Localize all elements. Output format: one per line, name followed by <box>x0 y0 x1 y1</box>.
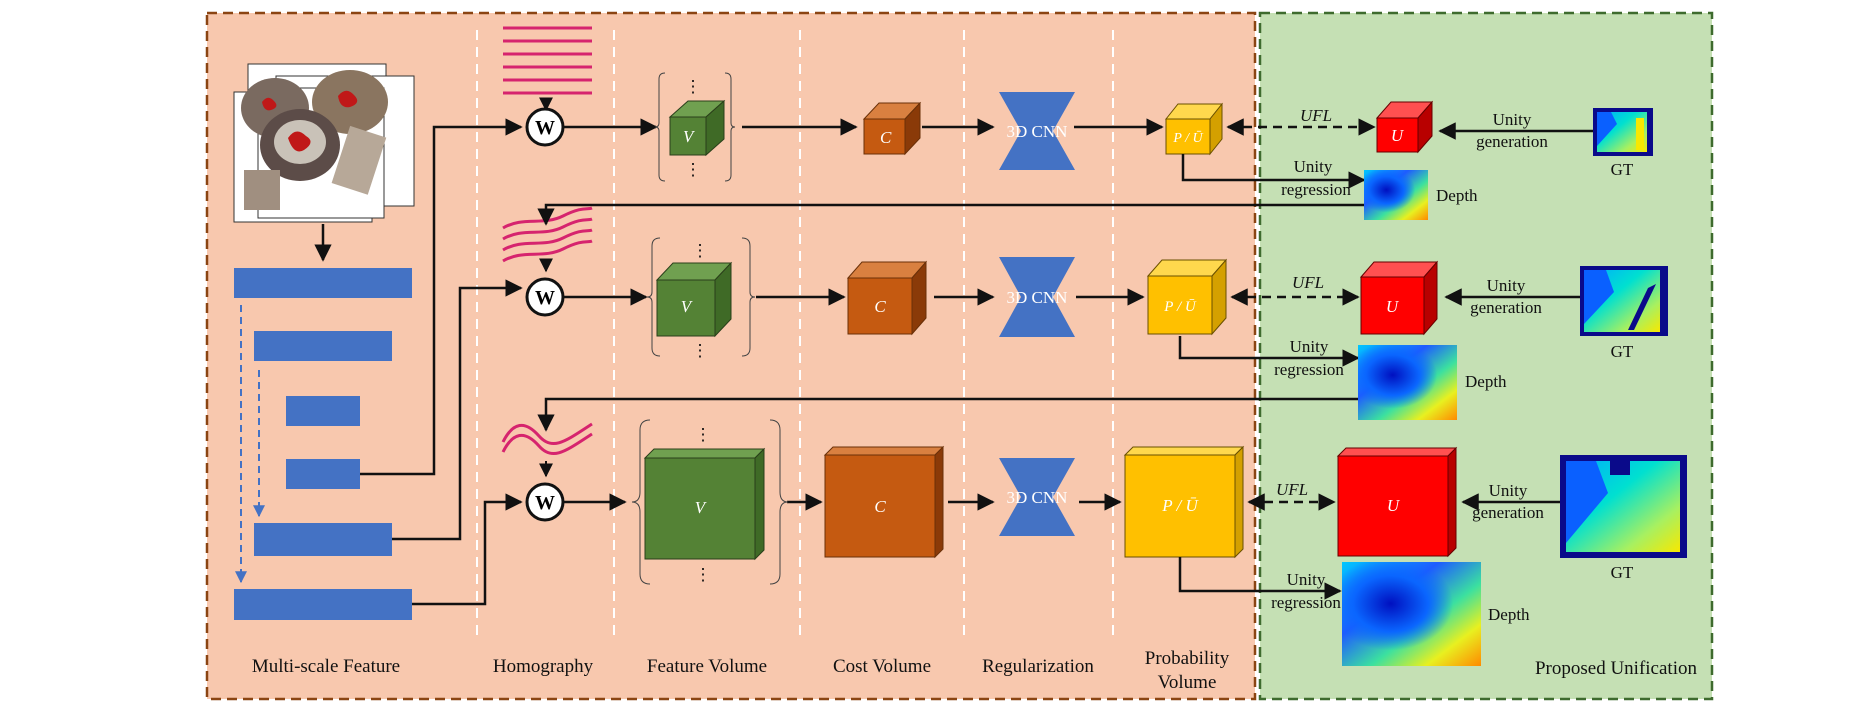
homography-planes-1 <box>503 26 592 95</box>
probability-volume-2: P / Ū <box>1146 258 1228 336</box>
homography-planes-3 <box>501 422 593 456</box>
svg-text:⋮: ⋮ <box>685 77 702 96</box>
cost-volume-1: C <box>862 101 922 156</box>
stage-label-volume: Volume <box>1158 672 1217 693</box>
svg-text:Unity: Unity <box>1493 110 1532 129</box>
svg-text:C: C <box>874 297 886 316</box>
svg-text:P / Ū: P / Ū <box>1172 130 1203 146</box>
feature-bar-4 <box>286 459 360 489</box>
svg-text:Unity: Unity <box>1287 570 1326 589</box>
regularization-cnn-2: 3D CNN <box>999 257 1075 337</box>
depth-map-3 <box>1342 562 1481 666</box>
input-images <box>233 63 415 223</box>
svg-text:W: W <box>535 287 555 309</box>
feature-pyramid <box>234 268 412 620</box>
svg-text:Depth: Depth <box>1436 186 1478 205</box>
svg-text:U: U <box>1391 126 1405 145</box>
ufl-label-2: UFL <box>1292 273 1324 292</box>
homography-planes-2 <box>502 206 593 263</box>
feature-volume-2: V ⋮ ⋮ <box>646 237 756 360</box>
svg-text:Unity: Unity <box>1489 481 1528 500</box>
svg-text:⋮: ⋮ <box>695 565 712 584</box>
gt-image-1 <box>1593 108 1653 156</box>
svg-text:GT: GT <box>1611 160 1634 179</box>
feature-bar-1 <box>234 268 412 298</box>
feature-bar-3 <box>286 396 360 426</box>
svg-text:Unity: Unity <box>1290 337 1329 356</box>
cost-volume-3: C <box>823 445 945 559</box>
unity-volume-2: U <box>1359 260 1439 336</box>
svg-text:3D CNN: 3D CNN <box>1007 488 1068 507</box>
feature-volume-1: V ⋮ ⋮ <box>654 72 736 182</box>
svg-text:C: C <box>880 128 892 147</box>
unity-volume-1: U <box>1375 100 1434 154</box>
svg-text:V: V <box>681 297 694 316</box>
regularization-cnn-1: 3D CNN <box>999 92 1075 170</box>
depth-map-2 <box>1358 345 1457 420</box>
cost-volume-2: C <box>846 260 928 336</box>
gt-image-3 <box>1560 455 1687 558</box>
svg-text:⋮: ⋮ <box>695 425 712 444</box>
svg-text:regression: regression <box>1281 180 1351 199</box>
svg-text:3D CNN: 3D CNN <box>1007 288 1068 307</box>
svg-text:P / Ū: P / Ū <box>1161 496 1199 515</box>
svg-text:Depth: Depth <box>1488 605 1530 624</box>
svg-text:generation: generation <box>1470 298 1542 317</box>
svg-text:GT: GT <box>1611 563 1634 582</box>
ufl-label-3: UFL <box>1276 480 1308 499</box>
feature-bar-5 <box>254 523 392 556</box>
probability-volume-3: P / Ū <box>1123 445 1245 559</box>
svg-text:regression: regression <box>1271 593 1341 612</box>
probability-volume-1: P / Ū <box>1164 102 1224 156</box>
warp-node-1: W <box>525 107 565 147</box>
svg-text:W: W <box>535 492 555 514</box>
svg-text:V: V <box>683 127 696 146</box>
stage-label-probability: Probability <box>1145 648 1230 669</box>
stage-label-regularization: Regularization <box>982 656 1094 677</box>
svg-text:P / Ū: P / Ū <box>1163 299 1197 315</box>
regularization-cnn-3: 3D CNN <box>999 458 1075 536</box>
stage-label-cost-volume: Cost Volume <box>833 656 931 677</box>
stage-label-multiscale: Multi-scale Feature <box>252 656 400 677</box>
svg-text:regression: regression <box>1274 360 1344 379</box>
stage-label-feature-volume: Feature Volume <box>647 656 767 677</box>
depth-map-1 <box>1364 170 1428 220</box>
feature-volume-3: V ⋮ ⋮ <box>631 419 789 585</box>
stage-label-homography: Homography <box>493 656 594 677</box>
svg-text:U: U <box>1387 496 1401 515</box>
unity-volume-3: U <box>1336 446 1458 558</box>
svg-text:⋮: ⋮ <box>692 241 709 260</box>
feature-bar-2 <box>254 331 392 361</box>
svg-text:U: U <box>1386 297 1400 316</box>
svg-text:generation: generation <box>1472 503 1544 522</box>
svg-text:⋮: ⋮ <box>692 341 709 360</box>
feature-connectors <box>360 118 523 606</box>
svg-text:GT: GT <box>1611 342 1634 361</box>
feature-bar-6 <box>234 589 412 620</box>
svg-text:⋮: ⋮ <box>685 160 702 179</box>
svg-text:Unity: Unity <box>1487 276 1526 295</box>
svg-text:Unity: Unity <box>1294 157 1333 176</box>
svg-text:V: V <box>695 498 708 517</box>
svg-text:C: C <box>874 497 886 516</box>
svg-text:Depth: Depth <box>1465 372 1507 391</box>
svg-text:generation: generation <box>1476 132 1548 151</box>
warp-node-3: W <box>525 482 565 522</box>
svg-text:3D CNN: 3D CNN <box>1007 122 1068 141</box>
stage-label-proposed: Proposed Unification <box>1535 658 1698 679</box>
gt-image-2 <box>1580 266 1668 336</box>
warp-node-2: W <box>525 277 565 317</box>
ufl-label-1: UFL <box>1300 106 1332 125</box>
svg-text:W: W <box>535 117 555 139</box>
